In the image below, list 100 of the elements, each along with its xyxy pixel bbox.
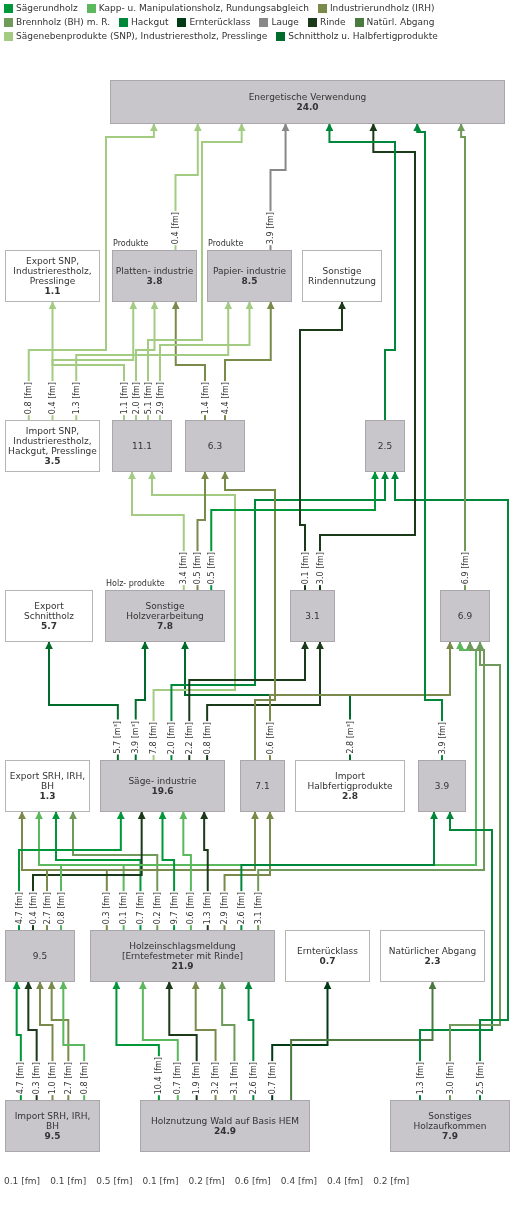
edge-label: 2.2 [fm] [184,721,194,756]
edge-label: 0.7 [fm] [173,1061,183,1096]
node-value: 3.8 [146,276,163,286]
terminal-box [285,930,370,982]
flow-arrow [170,471,389,761]
flow-value-label: 0.6 [fm] [234,1176,271,1186]
process-bar [110,80,505,124]
edge-label: 0.8 [fm] [79,1061,89,1096]
edge-label: 3.9 [m³] [131,720,141,755]
process-bar [440,590,490,642]
edge-label: 0.5 [fm] [206,551,216,586]
node-value: 21.9 [171,961,194,971]
edge-label: 1.0 [fm] [48,1061,57,1096]
edge-label: 3.0 [fm] [445,1061,455,1096]
legend-text: Brennholz (BH) m. R. [16,17,111,28]
flow-arrow [299,301,346,591]
edge-label: 0.6 [fm] [186,891,196,926]
process-bar [5,930,75,982]
process-bar [112,250,197,302]
legend-text: Schnittholz u. Halbfertigprodukte [288,31,438,42]
node-value: 1.1 [44,286,61,296]
edge-label: 0.4 [fm] [28,891,38,926]
flow-arrow [27,123,158,421]
node-value: 2.3 [424,956,441,966]
terminal-box [5,590,93,642]
process-bar [100,760,225,812]
flow-arrow [457,123,466,591]
edge-label: 0.7 [fm] [135,891,145,926]
node-label: 3.1 [305,611,320,621]
edge-label: 0.3 [fm] [102,891,112,926]
node-caption: Holz- produkte [106,579,165,588]
process-bar [112,420,172,472]
node-value: 8.5 [241,276,258,286]
node-value: 7.9 [442,1131,458,1141]
flow-value-label: 0.1 [fm] [142,1176,179,1186]
node-label: 11.1 [131,441,152,451]
edge-label: 0.8 [fm] [56,891,66,926]
process-bar [140,1100,310,1152]
flow-value-label: 0.5 [fm] [96,1176,133,1186]
node-value: 24.0 [296,102,319,112]
flow-value-label: 0.1 [fm] [4,1176,41,1186]
edge-label: 2.8 [m³] [345,720,355,755]
legend-text: Industrierundholz (IRH) [329,3,435,14]
edge-label: 4.7 [fm] [16,1061,26,1096]
node-label: 6.3 [207,441,223,451]
flow-arrow [413,123,443,761]
node-label: 2.5 [377,441,393,451]
process-bar [240,760,285,812]
process-bar [185,420,245,472]
node-label: Säge- industrie [128,776,197,786]
node-label: Sonstiges Holzaufkommen [412,1111,488,1131]
node-value: 19.6 [151,786,174,796]
node-label: Papier- industrie [212,266,287,276]
flow-value-label: 0.4 [fm] [327,1176,364,1186]
node-label: Ernterücklass [297,946,358,956]
node-label: Holzeinschlagsmeldung [Erntefestmeter mit Rinde] [120,941,245,961]
edge-label: 1.3 [fm] [415,1061,425,1096]
edge-label: 1.9 [fm] [192,1061,202,1096]
edge-label: 2.9 [fm] [220,891,230,926]
node-label: Import SRH, IRH, BH [13,1111,92,1131]
edge-label: 5.1 [fm] [143,381,153,416]
terminal-box [302,250,382,302]
edge-label: 0.8 [fm] [24,381,34,416]
flow-arrow [391,471,509,1101]
edge-label: 0.1 [fm] [119,891,129,926]
terminal-box [295,760,405,812]
flow-arrow [419,811,493,1101]
flow-arrow [147,123,246,421]
node-value: 1.3 [39,791,56,801]
node-value: 7.8 [157,621,173,631]
node-value: 0.7 [319,956,336,966]
node-label: 3.9 [434,781,450,791]
terminal-box [5,420,100,472]
edge-label: 2.5 [fm] [475,1061,485,1096]
edge-label: 10.4 [fm] [154,1056,164,1096]
edge-label: 3.1 [fm] [253,891,263,926]
terminal-box [5,760,90,812]
flow-arrow [449,641,501,1101]
flow-arrow [240,811,438,931]
flow-arrow [148,471,236,761]
flow-value-label: 0.2 [fm] [373,1176,410,1186]
node-value: 5.7 [41,621,57,631]
flow-arrow [319,123,416,591]
edge-label: 0.4 [fm] [48,381,57,416]
node-label: 7.1 [255,781,270,791]
edge-label: 3.1 [fm] [229,1061,239,1096]
edge-label: 0.5 [fm] [193,551,202,586]
edge-label: 2.0 [fm] [166,721,176,756]
flow-arrow [269,641,454,761]
edge-label: 2.0 [fm] [131,381,141,416]
edge-label: 4.7 [fm] [14,891,24,926]
legend-text: Rinde [319,17,346,28]
edge-label: 9.7 [fm] [169,891,179,926]
node-label: 9.5 [32,951,48,961]
edge-label: 0.2 [fm] [152,891,162,926]
edge-label: 3.2 [fm] [211,1061,221,1096]
edge-label: 1.3 [fm] [71,381,81,416]
terminal-box [380,930,485,982]
terminal-box [5,250,100,302]
node-label: Energetische Verwendung [248,92,367,102]
